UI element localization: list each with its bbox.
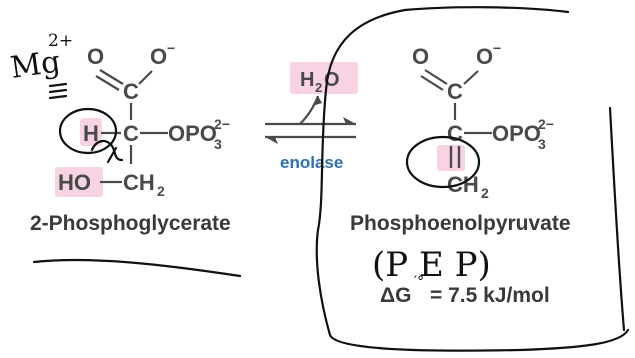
reactant-methylene-sub: 2 [157, 183, 165, 199]
water-highlight [290, 62, 358, 94]
reactant-name: 2-Phosphoglycerate [30, 212, 231, 235]
mg-underline-3 [48, 94, 68, 100]
pep-annotation: (P E P) [372, 245, 491, 285]
product-enclosure-right [608, 106, 626, 332]
product-carbon-mid: C [447, 121, 463, 146]
electron-push-arrow [90, 140, 124, 162]
electron-push-stroke [106, 146, 118, 164]
reactant-carbon-mid: C [123, 121, 139, 146]
product-oxide-charge: − [493, 40, 501, 56]
mg-annotation: Mg [8, 44, 62, 86]
free-energy: ΔG ′° = 7.5 kJ/mol [380, 274, 550, 307]
mg-charge-annotation: 2+ [48, 31, 73, 51]
product-enclosure-top [403, 6, 570, 14]
reactant-carbonyl-bond-b [95, 75, 120, 91]
reactant-carbonyl-bond-a [99, 69, 124, 85]
product-structure: O O − C C OPO 2− 3 CH 2 [412, 40, 554, 201]
reactant-carbon-top: C [123, 79, 139, 104]
reactant-hydroxyl: HO [58, 170, 91, 195]
reactant-phosphate-charge: 2− [214, 116, 230, 132]
water-release-arrow-head [312, 96, 322, 106]
product-carbon-top: C [447, 79, 463, 104]
product-phosphate-charge: 2− [538, 116, 554, 132]
water-hydrogen: H [300, 69, 314, 91]
delta-g-prime-mark: ′° [414, 274, 424, 290]
handwritten-annotations: Mg 2+ (P E P) [8, 6, 630, 352]
double-bond-circle [405, 135, 481, 189]
enzyme-name: enolase [280, 153, 343, 172]
product-carbonyl-bond-b [420, 75, 444, 91]
mg-underline-1 [48, 82, 68, 88]
product-phosphate-sub: 3 [538, 136, 546, 152]
reactant-oxide-charge: − [167, 40, 175, 56]
water-sub: 2 [315, 80, 322, 95]
product-oxygen: O [412, 44, 429, 69]
hydrogen-circle [58, 107, 118, 155]
reverse-arrow-head [265, 137, 278, 144]
reactant-underline [32, 258, 242, 278]
product-carboxylate-bond [463, 70, 479, 85]
product-enclosure-left [315, 8, 630, 352]
product-name: Phosphoenolpyruvate [350, 212, 571, 235]
product-phosphate: OPO [492, 121, 541, 146]
reactant-hydrogen: H [83, 121, 99, 146]
hydroxyl-highlight [55, 167, 103, 197]
reactant-phosphate-sub: 3 [214, 136, 222, 152]
reactant-oxygen: O [87, 44, 104, 69]
forward-arrow-head [343, 117, 356, 124]
reactant-methylene: CH [123, 170, 155, 195]
reactant-phosphate: OPO [168, 121, 217, 146]
product-carbonyl-bond-a [424, 69, 448, 85]
equilibrium-arrows [265, 95, 356, 144]
reactant-carboxylate-bond [138, 70, 153, 85]
mg-underline-2 [48, 88, 68, 94]
water-release-arrow [299, 95, 320, 125]
product-oxide: O [476, 44, 493, 69]
product-methylene-sub: 2 [481, 185, 489, 201]
reactant-structure: O O − C H C OPO 2− 3 HO CH 2 [58, 40, 230, 199]
delta-g-value: = 7.5 kJ/mol [430, 284, 550, 307]
reactant-oxide: O [150, 44, 167, 69]
delta-g-symbol: ΔG [380, 284, 411, 307]
hydrogen-highlight [80, 118, 102, 146]
